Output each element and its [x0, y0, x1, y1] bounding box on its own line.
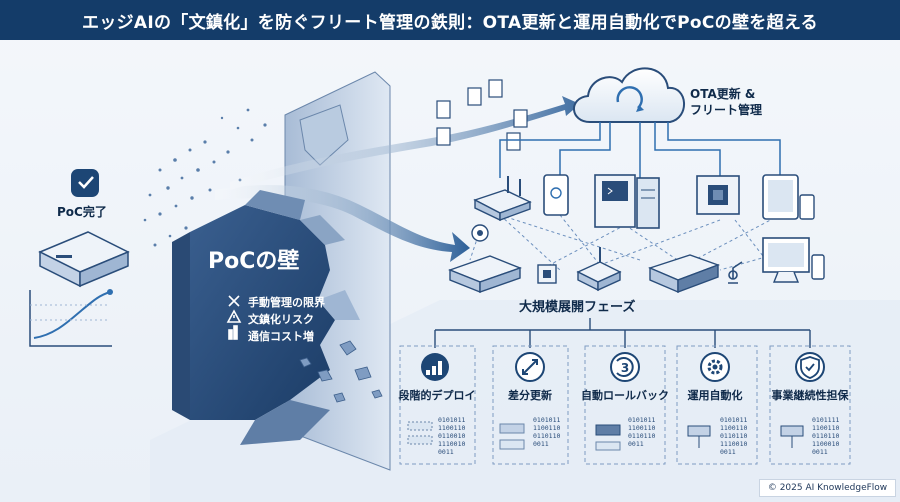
cloud-connectors: [499, 122, 781, 178]
binary-line: 1100110: [533, 424, 561, 432]
phase-tree: [434, 318, 811, 348]
router-icon: [473, 176, 532, 222]
step-label-ops-automation: 運用自動化: [687, 389, 743, 402]
binary-line: 1100110: [812, 424, 840, 432]
binary-line: 0110110: [720, 432, 748, 440]
data-particles: [143, 108, 267, 247]
coins-icon: [228, 325, 238, 340]
copyright-badge: © 2025 AI KnowledgeFlow: [759, 479, 896, 497]
document-icons: [436, 79, 528, 151]
tablet-icon: [762, 174, 815, 220]
shield-check-icon: [795, 352, 825, 382]
binary-line: 0101011: [533, 416, 561, 424]
page-title: エッジAIの「文鎮化」を防ぐフリート管理の鉄則：OTA更新と運用自動化でPoCの…: [82, 12, 818, 33]
binary-line: 0011: [628, 440, 644, 448]
risk-bricking: 文鎮化リスク: [248, 313, 314, 326]
upload-arrow: [230, 96, 580, 190]
cloud-label-line1: OTA更新 &: [690, 87, 756, 101]
rollback-3-icon: 3: [610, 352, 640, 382]
binary-line: 1100010: [812, 440, 840, 448]
server-tower-icon: [594, 174, 660, 229]
binary-line: 0101011: [438, 416, 466, 424]
step-label-business-continuity: 事業継続性担保: [771, 389, 849, 402]
monitor-icon: [762, 237, 825, 283]
robot-arm-icon: [728, 261, 743, 284]
wall-rubble: [299, 340, 383, 403]
poc-wall-title: PoCの壁: [208, 249, 300, 274]
binary-line: 1100110: [628, 424, 656, 432]
poc-complete-label: PoC完了: [57, 205, 107, 219]
poc-complete-icon: [71, 169, 99, 197]
smartphone-icon: [543, 174, 569, 216]
binary-line: 0110010: [438, 432, 466, 440]
poc-wall: [172, 190, 360, 445]
phase-title: 大規模展開フェーズ: [519, 300, 636, 315]
gear-icon: [700, 352, 730, 382]
binary-line: 0110110: [812, 432, 840, 440]
copyright-text: © 2025 AI KnowledgeFlow: [767, 483, 888, 493]
risk-manual-limit: 手動管理の限界: [248, 296, 325, 309]
wrench-screwdriver-icon: [228, 295, 240, 307]
growth-chart-icon: [29, 289, 113, 347]
appliance-icon: [648, 254, 721, 294]
staged-bars-icon: [421, 353, 449, 381]
step-mini-diagrams: [407, 421, 804, 451]
switch-box-icon: [448, 255, 522, 294]
binary-line: 0011: [812, 448, 828, 456]
network-mesh: [469, 214, 791, 271]
cloud-label-line2: フリート管理: [690, 103, 763, 117]
sensor-chip-icon: [537, 264, 557, 284]
binary-line: 0110110: [533, 432, 561, 440]
hub-icon: [576, 247, 622, 292]
step-label-auto-rollback: 自動ロールバック: [581, 389, 669, 402]
svg-text:3: 3: [621, 361, 629, 375]
step-label-staged-deploy: 段階的デプロイ: [398, 389, 476, 402]
diagram-art: 3: [29, 67, 900, 502]
binary-line: 0011: [720, 448, 736, 456]
binary-line: 0110110: [628, 432, 656, 440]
binary-line: 1110010: [438, 440, 466, 448]
binary-line: 0101111: [812, 416, 840, 424]
binary-line: 1110010: [720, 440, 748, 448]
risk-comm-cost: 通信コスト増: [248, 330, 314, 343]
chip-board-icon: [696, 175, 740, 215]
warning-triangle-icon: [226, 309, 242, 323]
binary-line: 0101011: [720, 416, 748, 424]
step-frames: [399, 345, 851, 465]
binary-line: 0101011: [628, 416, 656, 424]
diff-arrows-icon: [515, 352, 545, 382]
binary-line: 1100110: [438, 424, 466, 432]
binary-line: 0011: [533, 440, 549, 448]
title-banner: エッジAIの「文鎮化」を防ぐフリート管理の鉄則：OTA更新と運用自動化でPoCの…: [0, 0, 900, 40]
step-label-diff-update: 差分更新: [508, 389, 552, 402]
cloud-icon: [573, 67, 685, 123]
cloud-label: OTA更新 & フリート管理: [690, 86, 762, 118]
binary-line: 0011: [438, 448, 454, 456]
flow-arrow-through-wall: [215, 185, 470, 262]
binary-line: 1100110: [720, 424, 748, 432]
edge-device-icon: [38, 231, 130, 288]
disc-camera-icon: [471, 224, 489, 242]
